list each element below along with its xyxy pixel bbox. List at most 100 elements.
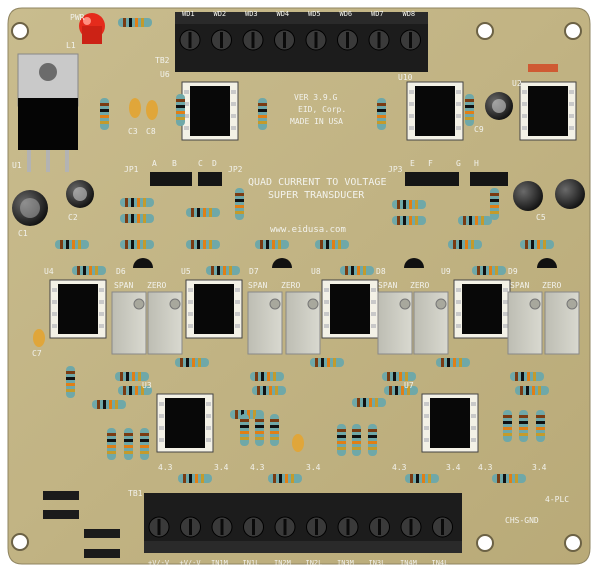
dip-ic <box>49 279 107 339</box>
resistor <box>519 410 528 442</box>
terminal-block-tb1 <box>144 493 462 553</box>
resistor <box>118 386 152 395</box>
label-4-3-a: 4.3 <box>158 463 173 472</box>
resistor <box>268 474 302 483</box>
label-u4: U4 <box>44 267 54 276</box>
label-zero-4: ZERO <box>542 281 561 290</box>
label-d6: D6 <box>116 267 126 276</box>
dip-ic <box>421 393 479 453</box>
label-u8: U8 <box>311 267 321 276</box>
label-span-1: SPAN <box>114 281 133 290</box>
resistor <box>120 240 154 249</box>
label-c5: C5 <box>536 213 546 222</box>
resistor <box>472 266 506 275</box>
label-u9: U9 <box>441 267 451 276</box>
label-d9: D9 <box>508 267 518 276</box>
tb2-terminal-label: WD6 <box>340 10 353 18</box>
resistor <box>252 386 286 395</box>
resistor <box>384 386 418 395</box>
label-c2: C2 <box>68 213 78 222</box>
resistor <box>503 410 512 442</box>
label-span-4: SPAN <box>510 281 529 290</box>
resistor <box>120 214 154 223</box>
label-d7: D7 <box>249 267 259 276</box>
tb2-terminal-label: WD5 <box>308 10 321 18</box>
resistor <box>66 366 75 398</box>
trimmer-pot <box>111 291 147 355</box>
resistor <box>368 424 377 456</box>
label-u1: U1 <box>12 161 22 170</box>
label-4-3-b: 4.3 <box>250 463 265 472</box>
label-tb1: TB1 <box>128 489 143 498</box>
board-url: www.eidusa.com <box>270 225 346 235</box>
label-chs-gnd: CHS-GND <box>505 516 539 525</box>
resistor <box>270 414 279 446</box>
diodes <box>43 64 558 558</box>
capacitor-c5-pair <box>513 179 585 211</box>
resistor <box>55 240 89 249</box>
title-line-2: SUPER TRANSDUCER <box>268 190 365 201</box>
power-led <box>79 13 105 44</box>
resistors <box>55 18 554 483</box>
resistor <box>448 240 482 249</box>
trimmer-pots <box>111 291 580 355</box>
tb1-terminal-label: IN1L <box>243 559 260 567</box>
label-3-4-c: 3.4 <box>446 463 461 472</box>
resistor <box>310 358 344 367</box>
label-c9: C9 <box>474 125 484 134</box>
resistor <box>337 424 346 456</box>
resistor <box>235 188 244 220</box>
dip-ic <box>185 279 243 339</box>
trimmer-pot <box>147 291 183 355</box>
dip-ic <box>453 279 511 339</box>
tb1-terminal-label: IN3M <box>337 559 354 567</box>
label-jp-e: E <box>410 159 415 168</box>
terminal-block-tb2 <box>175 12 428 72</box>
label-4-plc: 4-PLC <box>545 495 569 504</box>
resistor <box>120 198 154 207</box>
label-jp3: JP3 <box>388 165 403 174</box>
label-u6: U6 <box>160 70 170 79</box>
label-c3: C3 <box>128 127 138 136</box>
label-jp-c: C <box>198 159 203 168</box>
label-pwr: PWR <box>70 13 85 22</box>
label-3-4-b: 3.4 <box>306 463 321 472</box>
resistor <box>140 428 149 460</box>
resistor <box>100 98 109 130</box>
resistor <box>186 240 220 249</box>
tb1-terminal-label: IN4M <box>400 559 417 567</box>
label-u2: U2 <box>512 79 522 88</box>
label-jp-g: G <box>456 159 461 168</box>
resistor <box>107 428 116 460</box>
label-zero-3: ZERO <box>410 281 429 290</box>
tb1-terminal-label: +V/-V <box>180 559 202 567</box>
tb2-terminal-label: WD2 <box>214 10 227 18</box>
resistor <box>490 188 499 220</box>
dip-ic <box>519 81 577 141</box>
label-l1: L1 <box>66 41 76 50</box>
label-jp1: JP1 <box>124 165 139 174</box>
jumpers <box>150 172 508 186</box>
resistor <box>510 372 544 381</box>
resistor <box>175 358 209 367</box>
resistor <box>382 372 416 381</box>
resistor <box>520 240 554 249</box>
version-line-2: EID, Corp. <box>298 105 346 114</box>
resistor <box>176 94 185 126</box>
tb1-terminal-label: IN2M <box>274 559 291 567</box>
trimmer-pot <box>247 291 283 355</box>
resistor <box>178 474 212 483</box>
tb2-terminal-label: WD8 <box>403 10 416 18</box>
voltage-regulator-u1 <box>17 53 79 172</box>
dip-ic <box>156 393 214 453</box>
resistor <box>436 358 470 367</box>
silkscreen: PWR L1 TB2 U6 U10 U2 U1 C1 C2 C3 C8 C5 C… <box>12 13 569 525</box>
resistor <box>340 266 374 275</box>
label-span-2: SPAN <box>248 281 267 290</box>
resistor <box>405 474 439 483</box>
tb1-terminal-label: IN1M <box>211 559 228 567</box>
label-span-3: SPAN <box>378 281 397 290</box>
resistor <box>118 18 152 27</box>
trimmer-pot <box>507 291 543 355</box>
